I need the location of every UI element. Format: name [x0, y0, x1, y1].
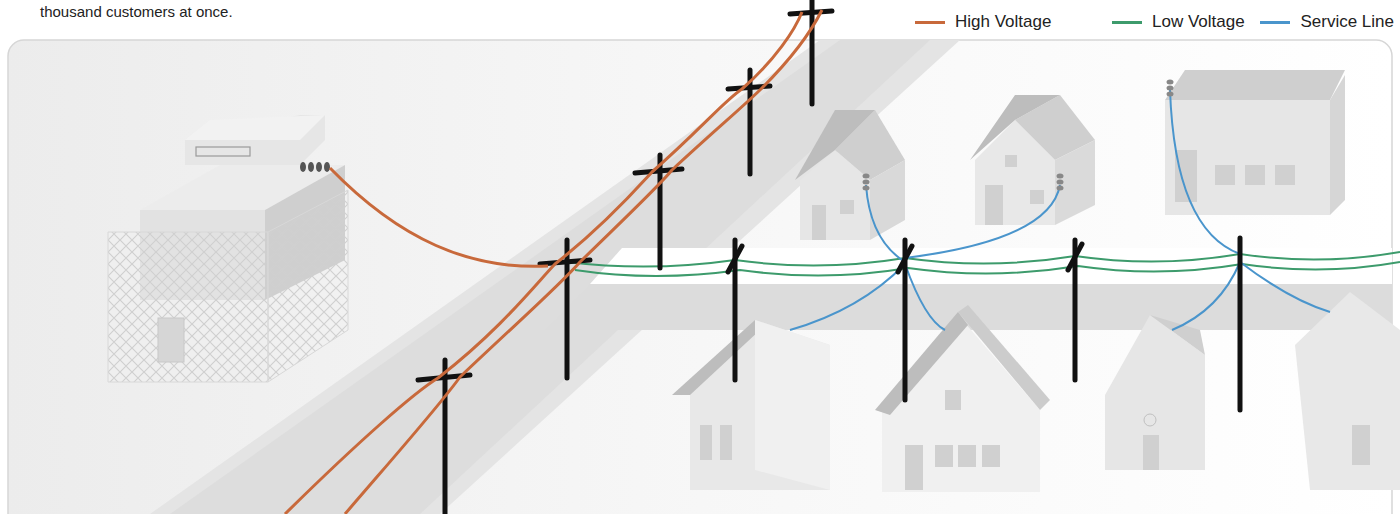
insulators-part [863, 186, 870, 191]
service-lines-part [866, 185, 905, 262]
houses-part [945, 390, 961, 410]
houses-part [812, 205, 826, 240]
houses-part [1352, 425, 1370, 465]
utility-poles-part [728, 246, 742, 272]
houses-part [985, 185, 1003, 225]
houses-part [970, 95, 1060, 160]
houses-part [958, 445, 976, 467]
substation-part [185, 115, 325, 140]
low-voltage-lines-part [575, 262, 1400, 276]
utility-poles [418, 0, 1240, 514]
houses-part [1055, 140, 1095, 225]
insulators-part [1167, 92, 1174, 97]
houses-part [958, 305, 1050, 410]
substation-part [185, 115, 325, 165]
houses-part [795, 110, 875, 180]
roads [150, 40, 1392, 514]
houses-part [1105, 315, 1205, 470]
substation-part [300, 162, 306, 172]
service-lines-part [905, 185, 1060, 258]
houses-part [1030, 190, 1044, 204]
utility-poles-part [898, 246, 912, 272]
substation-part [316, 162, 322, 172]
houses-part [875, 312, 968, 415]
substation-part [158, 318, 184, 362]
houses-part [935, 445, 953, 467]
substation-part [108, 232, 268, 382]
service-lines-part [905, 264, 945, 330]
houses-part [1165, 70, 1345, 100]
substation-part [300, 162, 330, 172]
legend-swatch [1260, 21, 1290, 24]
high-voltage-lines-part [285, 12, 802, 514]
utility-poles-part [635, 169, 682, 173]
houses-part [1165, 100, 1330, 215]
substation [108, 115, 348, 382]
roads-part [590, 248, 1392, 284]
houses-part [1245, 165, 1265, 185]
houses-part [1215, 165, 1235, 185]
substation-part [196, 147, 250, 156]
high-voltage-lines [285, 10, 822, 514]
houses-part [1144, 414, 1156, 426]
houses-part [1150, 315, 1205, 355]
service-lines-part [1240, 262, 1330, 312]
houses-part [982, 445, 1000, 467]
legend-text: High Voltage [955, 12, 1051, 32]
utility-poles-part [1068, 244, 1082, 270]
houses-part [1143, 435, 1159, 470]
houses [672, 70, 1400, 492]
utility-poles-part [790, 11, 832, 14]
substation-part [324, 162, 330, 172]
high-voltage-lines-part [345, 10, 822, 514]
utility-poles-part [1238, 238, 1243, 410]
houses-part [1275, 165, 1295, 185]
legend-swatch [1112, 21, 1142, 24]
houses-part [1005, 155, 1017, 167]
houses-part [1295, 292, 1400, 490]
low-voltage-lines [567, 252, 1400, 276]
service-lines-part [1172, 262, 1240, 330]
houses-part [1175, 150, 1197, 202]
substation-part [108, 232, 268, 382]
substation-part [268, 190, 348, 382]
houses-part [690, 320, 830, 490]
service-lines-part [790, 264, 905, 330]
houses-part [720, 425, 732, 460]
note-text: thousand customers at once. [40, 2, 233, 22]
insulators-part [1167, 86, 1174, 91]
houses-part [840, 200, 854, 214]
houses-part [700, 425, 712, 460]
high-voltage-lines-part [330, 168, 548, 266]
substation-part [308, 162, 314, 172]
legend-text: Low Voltage [1152, 12, 1245, 32]
legend-swatch [915, 21, 945, 24]
insulators-part [863, 180, 870, 185]
service-lines-part [1170, 90, 1240, 254]
utility-poles-part [443, 360, 448, 514]
service-lines [790, 90, 1330, 330]
insulators [863, 80, 1174, 191]
low-voltage-lines-part [567, 252, 1400, 267]
houses-part [1330, 75, 1345, 215]
insulators-part [1167, 80, 1174, 85]
legend-text: Service Line [1300, 12, 1394, 32]
houses-part [672, 320, 760, 395]
houses-part [905, 445, 923, 490]
insulators-part [1057, 180, 1064, 185]
houses-part [755, 320, 830, 490]
insulators-part [1057, 174, 1064, 179]
utility-poles-part [810, 0, 815, 104]
insulators-part [1057, 186, 1064, 191]
insulators-part [863, 174, 870, 179]
